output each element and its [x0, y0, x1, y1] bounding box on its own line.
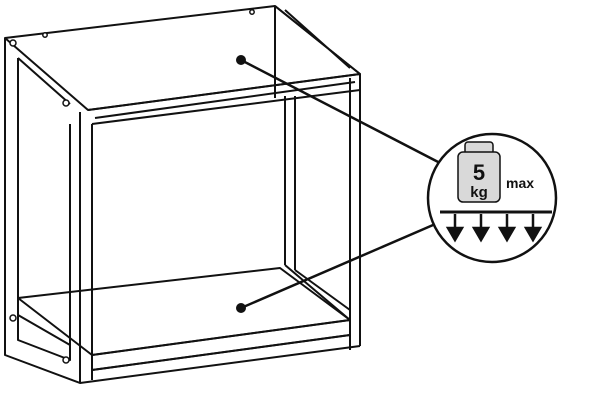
- pointer-dot: [236, 303, 246, 313]
- right-lower-strut: [284, 264, 351, 321]
- weight-unit: kg: [470, 184, 488, 201]
- screw-hole: [9, 39, 17, 47]
- screw-hole: [249, 9, 255, 15]
- front-right-post: [349, 74, 361, 350]
- downward-load-arrows: [445, 214, 543, 243]
- left-frame-inner-bottom: [17, 314, 71, 346]
- bottom-panel-front: [91, 319, 351, 371]
- pointer-line-bottom: [240, 220, 441, 310]
- left-frame-inner-top: [17, 57, 71, 105]
- right-frame: [274, 5, 361, 75]
- screw-hole: [62, 356, 70, 364]
- bottom-rail-inner: [91, 334, 351, 371]
- pointer-line-top: [240, 58, 443, 166]
- screw-hole: [42, 32, 48, 38]
- load-badge: 5 kg max: [426, 132, 558, 264]
- pointer-lines: [240, 58, 443, 310]
- screw-holes: [9, 9, 255, 364]
- max-label: max: [506, 175, 534, 191]
- pointer-dot: [236, 55, 246, 65]
- back-top-edge: [94, 81, 356, 119]
- shelf-cube: [4, 5, 361, 384]
- right-frame-back: [274, 6, 296, 270]
- weight-icon: [457, 141, 501, 203]
- screw-hole: [62, 99, 70, 107]
- weight-value: 5: [473, 160, 485, 185]
- front-left-post: [79, 112, 93, 383]
- screw-hole: [9, 314, 17, 322]
- left-frame-inner: [17, 58, 71, 361]
- bottom-front-rail: [79, 345, 361, 384]
